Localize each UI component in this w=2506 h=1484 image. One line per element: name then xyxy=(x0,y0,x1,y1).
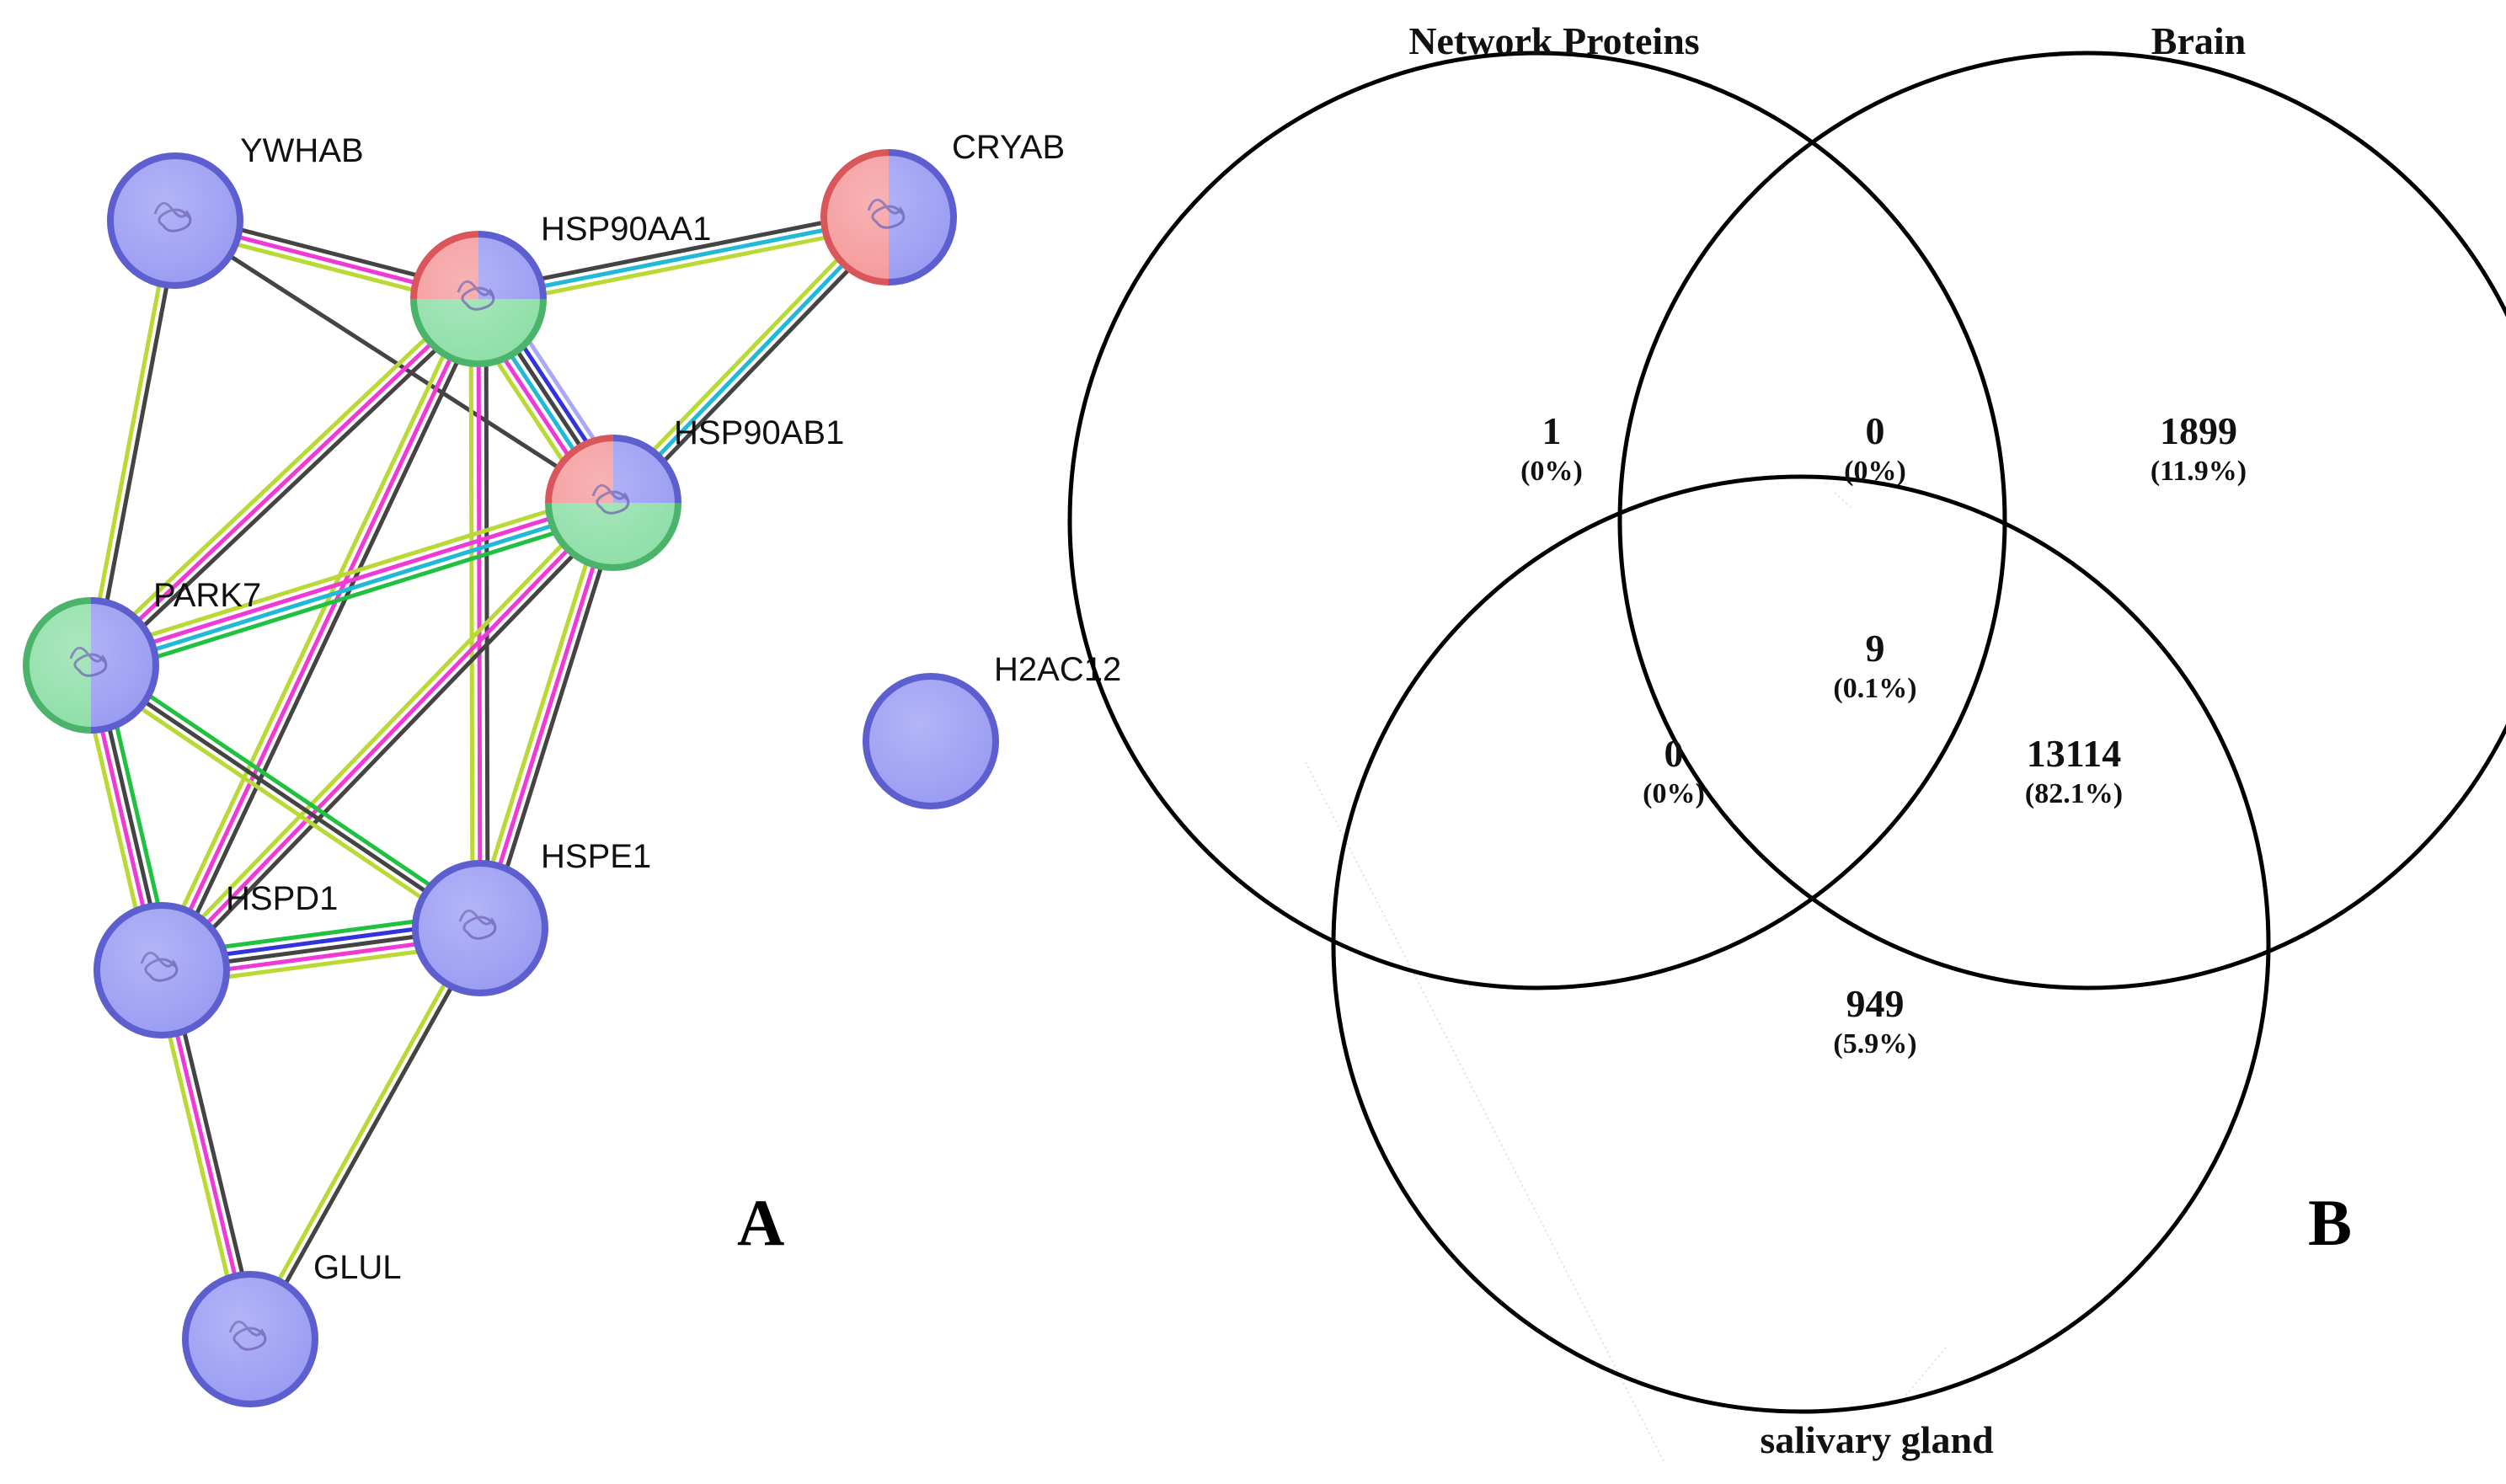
evidence-line-cyan xyxy=(91,504,616,671)
node-cryab[interactable] xyxy=(820,149,957,286)
edge-park7-hspe1 xyxy=(85,657,486,937)
evidence-line-green xyxy=(94,511,617,679)
evidence-line-yellow-green xyxy=(84,291,475,662)
salivary-gland-circle xyxy=(1331,474,2271,1414)
set-title-salivary-gland: salivary gland xyxy=(1760,1418,1994,1461)
evidence-line-cyan xyxy=(478,215,890,302)
evidence-line-black xyxy=(89,663,482,931)
region-percent: (82.1%) xyxy=(2025,778,2123,809)
node-hsp90aa1[interactable] xyxy=(410,231,547,367)
region-percent: (5.9%) xyxy=(1833,1028,1916,1060)
evidence-line-black xyxy=(485,504,622,932)
region-count: 1899 xyxy=(2160,409,2237,452)
evidence-line-yellow-green xyxy=(85,670,478,937)
region-salivary-only: 949 (5.9%) xyxy=(1833,982,1916,1060)
node-hspd1[interactable] xyxy=(94,902,230,1038)
edge-hsp90aa1-cryab xyxy=(476,207,891,309)
edge-hsp90aa1-hspd1 xyxy=(152,295,488,974)
region-percent: (0.1%) xyxy=(1833,673,1916,704)
region-percent: (11.9%) xyxy=(2151,456,2247,487)
node-label-hspd1: HSPD1 xyxy=(226,880,338,917)
evidence-line-black xyxy=(94,302,485,673)
evidence-line-yellow-green xyxy=(479,222,891,309)
node-h2ac12[interactable] xyxy=(863,673,999,809)
evidence-line-magenta xyxy=(476,298,483,929)
region-brain-salivary: 13114 (82.1%) xyxy=(2025,732,2123,809)
evidence-line-black xyxy=(92,221,181,667)
node-label-hsp90aa1: HSP90AA1 xyxy=(541,211,711,248)
evidence-line-yellow-green xyxy=(244,925,479,1339)
network-edges xyxy=(77,207,896,1343)
edge-hspe1-glul xyxy=(244,925,486,1343)
evidence-line-magenta xyxy=(89,297,480,667)
node-ywhab[interactable] xyxy=(107,152,243,289)
region-percent: (0%) xyxy=(1520,456,1583,487)
set-title-network-proteins: Network Proteins xyxy=(1408,19,1699,62)
edge-hsp90ab1-hspe1 xyxy=(471,499,622,932)
venn-faint-lines xyxy=(1305,492,1947,1462)
evidence-line-yellow-green xyxy=(85,219,174,665)
panel-b-letter: B xyxy=(2308,1186,2352,1259)
evidence-line-black xyxy=(484,298,490,928)
evidence-line-black xyxy=(166,301,488,974)
node-label-glul: GLUL xyxy=(313,1249,402,1286)
node-park7[interactable] xyxy=(23,597,159,734)
node-glul[interactable] xyxy=(182,1271,318,1407)
region-percent: (0%) xyxy=(1643,778,1705,809)
evidence-line-magenta xyxy=(88,497,613,665)
region-network-salivary: 0 (0%) xyxy=(1643,732,1705,809)
evidence-line-yellow-green xyxy=(471,499,608,927)
region-network-only: 1 (0%) xyxy=(1520,409,1583,487)
evidence-line-black xyxy=(251,928,486,1343)
protein-network-panel: YWHAB HSP90AA1 CRYAB HSP90AB1PARK7H2AC12HSP… xyxy=(23,129,1121,1407)
node-hspe1[interactable] xyxy=(412,860,548,996)
node-label-park7: PARK7 xyxy=(153,577,261,614)
evidence-line-green xyxy=(94,657,486,924)
evidence-line-black xyxy=(476,207,888,294)
region-percent: (0%) xyxy=(1844,456,1906,487)
node-label-ywhab: YWHAB xyxy=(240,132,364,169)
region-count: 1 xyxy=(1542,409,1562,452)
evidence-line-yellow-green xyxy=(87,489,611,657)
evidence-line-yellow-green xyxy=(468,299,475,929)
region-count: 9 xyxy=(1866,627,1885,670)
edge-hsp90ab1-hspd1 xyxy=(154,496,621,977)
venn-diagram-panel: Network Proteins Brain salivary gland 1 … xyxy=(1067,19,2506,1462)
network-nodes xyxy=(23,149,999,1407)
region-count: 0 xyxy=(1866,409,1885,452)
edge-ywhab-park7 xyxy=(85,219,181,667)
region-count: 0 xyxy=(1664,732,1684,775)
edge-ywhab-hsp90ab1 xyxy=(174,218,615,505)
evidence-line-yellow-green xyxy=(152,295,474,969)
region-count: 13114 xyxy=(2027,732,2121,775)
set-title-brain: Brain xyxy=(2151,19,2246,62)
edge-hsp90aa1-hspe1 xyxy=(468,298,490,929)
panel-a-letter: A xyxy=(737,1186,784,1259)
node-hsp90ab1[interactable] xyxy=(545,435,681,571)
edge-hsp90ab1-park7 xyxy=(87,489,617,679)
region-brain-only: 1899 (11.9%) xyxy=(2151,409,2247,487)
evidence-line-yellow-green xyxy=(154,496,610,967)
evidence-line-magenta xyxy=(478,502,616,929)
node-label-h2ac12: H2AC12 xyxy=(994,651,1121,688)
evidence-line-black xyxy=(174,218,615,505)
region-all-three: 9 (0.1%) xyxy=(1833,627,1916,704)
region-network-brain: 0 (0%) xyxy=(1844,409,1906,487)
node-label-hspe1: HSPE1 xyxy=(541,838,651,875)
evidence-line-magenta xyxy=(160,501,615,972)
node-label-cryab: CRYAB xyxy=(952,129,1065,166)
node-label-hsp90ab1: HSP90AB1 xyxy=(674,414,844,451)
edge-hsp90aa1-park7 xyxy=(84,291,485,673)
region-count: 949 xyxy=(1846,982,1905,1025)
evidence-line-black xyxy=(165,506,621,977)
evidence-line-magenta xyxy=(159,297,481,972)
network-proteins-circle xyxy=(1067,51,2007,990)
brain-circle xyxy=(1617,51,2506,990)
